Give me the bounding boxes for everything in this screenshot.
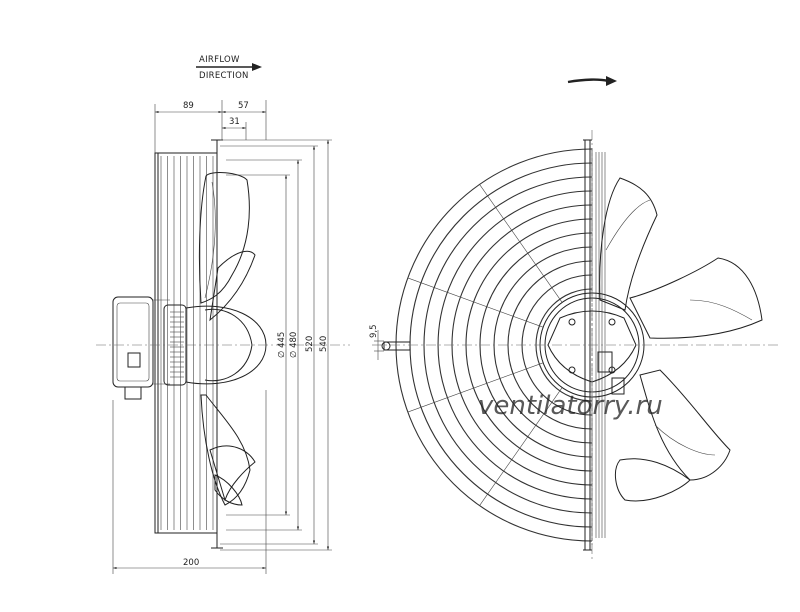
dim-89: 89 — [183, 101, 194, 111]
mounting-tab: 9,5 — [369, 324, 411, 360]
front-view: 9,5 — [369, 76, 780, 560]
fan-blades-side — [198, 172, 256, 506]
dim-540: 540 — [319, 336, 329, 352]
guard-ring — [423, 176, 593, 514]
dim-480: ∅ 480 — [289, 332, 299, 358]
guard-frame-side — [154, 139, 223, 549]
motor-fins — [170, 311, 184, 378]
guard-ring — [507, 260, 593, 430]
arrow-right-icon-head — [252, 63, 262, 71]
guard-spoke — [479, 184, 563, 303]
bottom-dimension: 200 — [112, 390, 267, 574]
dim-520: 520 — [305, 336, 315, 352]
dim-445: ∅ 445 — [277, 332, 287, 358]
side-view: 89 57 31 — [96, 100, 350, 574]
guard-ring — [437, 190, 593, 500]
airflow-direction-label: AIRFLOW DIRECTION — [196, 55, 262, 81]
motor-side — [163, 304, 267, 386]
dim-57: 57 — [238, 101, 249, 111]
guard-spoke — [479, 387, 563, 506]
guard-rings-side — [160, 156, 214, 530]
dim-9-5: 9,5 — [369, 324, 379, 338]
rotation-arrow-icon — [567, 76, 617, 86]
vertical-dimensions: ∅ 445 ∅ 480 520 540 — [220, 139, 332, 551]
guard-spoke — [407, 277, 544, 328]
terminal-box — [112, 296, 170, 400]
airflow-label-line2: DIRECTION — [199, 71, 249, 81]
dim-31: 31 — [229, 117, 240, 127]
dim-200: 200 — [183, 558, 199, 568]
guard-spoke — [407, 362, 544, 413]
top-dimensions: 89 57 31 — [154, 100, 267, 158]
fan-blades-front — [599, 177, 763, 502]
airflow-label-line1: AIRFLOW — [199, 55, 240, 65]
watermark: ventilatorry.ru — [478, 391, 663, 421]
